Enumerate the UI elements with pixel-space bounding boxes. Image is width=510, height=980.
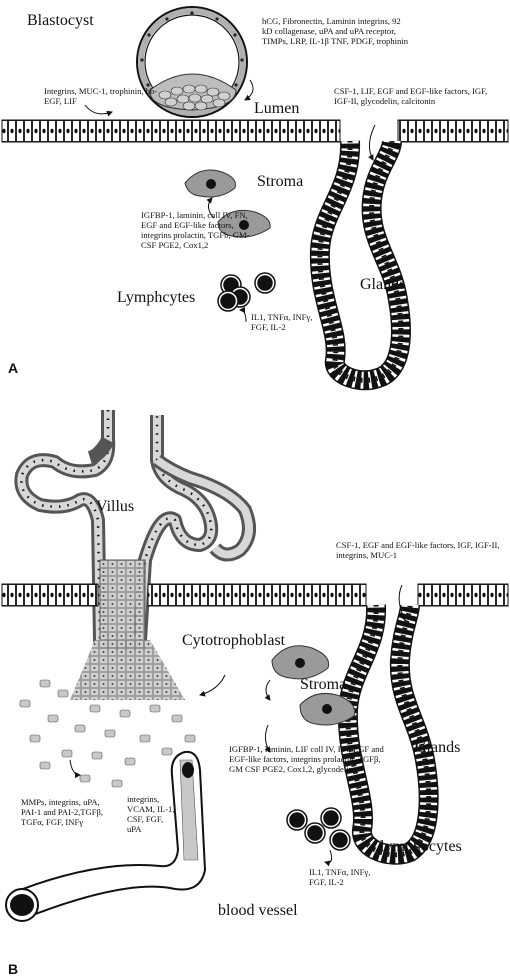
lymphocytes-b [286,807,351,851]
luminal-epithelium-b-mid [147,583,367,607]
luminal-epithelium-a-right [397,119,509,143]
glands-b-label: Glands [415,739,461,756]
trophoblast-factors-label: MMPs, integrins, uPA, PAI-1 and PAI-2,TG… [21,797,104,827]
epithelium-factors-label: Integrins, MUC-1, trophinin, hb-EGF, LIF [44,86,158,106]
villus-extension-left-top [87,436,115,465]
lymphocyte-factors-label: IL1, TNFα, INFγ, FGF, IL-2 [251,312,313,332]
gland-factors-label: CSF-1, LIF, EGF and EGF-like factors, IG… [334,86,488,106]
vessel-factors-label: integrins, VCAM, IL-1, CSF, FGF, uPA [127,794,175,834]
gland-b-nuclei [345,604,432,858]
glands-label: Glands [360,276,406,293]
arrows-b [69,584,406,867]
blastocyst-factors-label: hCG, Fibronectin, Laminin integrins, 92 … [262,16,408,46]
villus-label: Villus [96,498,135,515]
stroma-b-label: Stroma [300,676,347,693]
invading-trophoblast-cells [19,679,196,788]
stroma-factors-b-label: IGFBP-1, laminin, LIF coll IV, FN, EGF a… [229,744,384,774]
lymphocytes-a [217,272,276,312]
cytotrophoblast-spread [70,640,185,700]
panel-a-label: A [8,360,19,376]
blastocyst-label: Blastocyst [27,12,94,29]
luminal-epithelium-b-left [1,583,99,607]
cytotrophoblast-column [99,559,146,651]
blastocyst-trophectoderm-nuclei [140,11,244,87]
blood-vessel [5,750,207,922]
arrows-a [84,79,376,323]
blood-vessel-label: blood vessel [218,902,298,919]
lymphocytes-b-label: lymphocytes [380,838,462,855]
lumen-label: Lumen [254,100,300,117]
stroma-cells-a [184,169,271,238]
villus-outline-nuclei [20,410,213,642]
stroma-factors-label: IGFBP-1, laminin, coll IV, FN, EGF and E… [141,210,250,250]
lymphcytes-label: Lymphcytes [117,289,196,306]
panel-b-label: B [8,961,19,977]
luminal-epithelium-a-left [1,119,341,143]
stroma-label: Stroma [257,173,304,190]
gland-factors-b-label: CSF-1, EGF and EGF-like factors, IGF, IG… [336,540,500,560]
blastocyst-inner-cells [158,84,231,111]
gland-a-cells [311,139,410,389]
stroma-cells-b [271,645,356,726]
villus-extension-right-inner [154,456,253,559]
luminal-epithelium-b-right [417,583,509,607]
cytotrophoblast-label: Cytotrophoblast [182,632,286,649]
lymphocyte-factors-b-label: IL1, TNFα, INFγ, FGF, IL-2 [309,867,371,887]
